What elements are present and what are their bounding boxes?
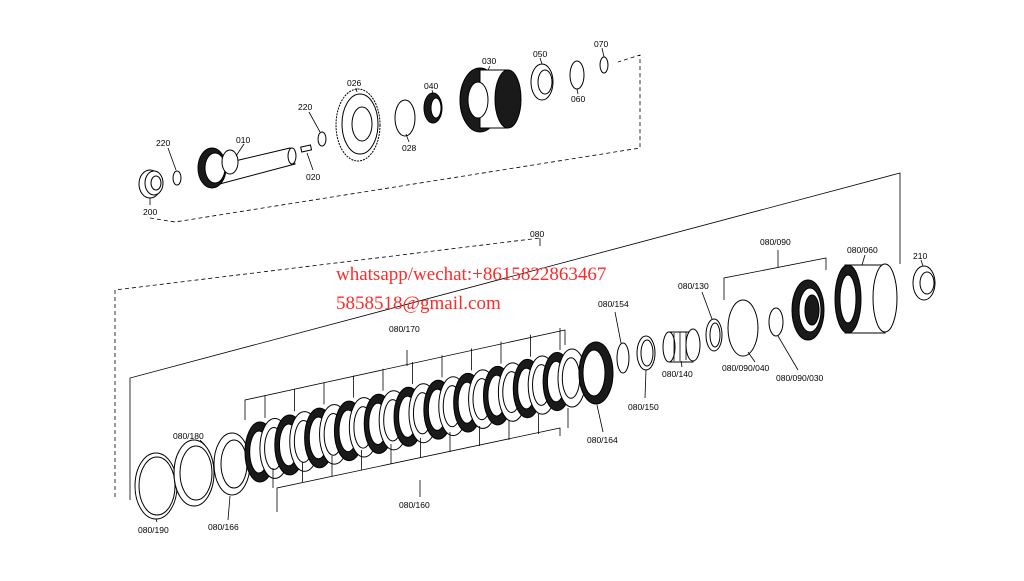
label-080-060: 080/060: [847, 245, 878, 255]
label-040: 040: [424, 81, 438, 91]
ring-220-left: [172, 170, 182, 186]
label-020: 020: [306, 172, 320, 182]
label-080-140: 080/140: [662, 369, 693, 379]
seal-080-090-040: [727, 299, 759, 357]
part-labels: 010 020 026 028 030 040 050 060 070 200 …: [138, 39, 927, 535]
upper-leader-lines: [149, 47, 605, 205]
watermark: whatsapp/wechat:+8615822863467 5858518@g…: [336, 264, 606, 314]
snap-ring-028: [394, 99, 416, 137]
carrier-080-060: [834, 263, 898, 334]
needle-bearing-040: [423, 92, 443, 124]
label-080-090-030: 080/090/030: [776, 373, 824, 383]
label-080-164: 080/164: [587, 435, 618, 445]
end-plate-080-180: [173, 439, 215, 507]
label-080-190: 080/190: [138, 525, 169, 535]
label-070: 070: [594, 39, 608, 49]
ring-080-150: [636, 335, 656, 371]
seal-080-090-030: [768, 307, 784, 337]
label-028: 028: [402, 143, 416, 153]
upper-assembly-frame: [149, 54, 641, 223]
label-080-180: 080/180: [173, 431, 204, 441]
lower-assembly-frame: [114, 172, 901, 500]
disc-pack-brackets: [244, 329, 566, 512]
lower-leader-lines: [155, 254, 924, 523]
gear-drum-030: [459, 67, 522, 133]
plate-080-166: [213, 432, 251, 496]
bearing-200: [138, 169, 164, 199]
bearing-050: [530, 63, 554, 101]
ring-220-right: [317, 131, 327, 147]
label-210: 210: [913, 251, 927, 261]
label-080: 080: [530, 229, 544, 239]
bearing-210: [912, 265, 936, 301]
label-080-150: 080/150: [628, 402, 659, 412]
piston-080-090: [791, 279, 825, 341]
bracket-080-090: [723, 250, 827, 300]
gear-026: [335, 88, 381, 162]
ring-070: [599, 56, 609, 74]
label-220-right: 220: [298, 102, 312, 112]
label-080-170: 080/170: [389, 324, 420, 334]
ring-080-130: [705, 318, 723, 352]
label-080-130: 080/130: [678, 281, 709, 291]
ring-060: [569, 60, 585, 90]
label-080-154: 080/154: [598, 299, 629, 309]
disc-080-164: [578, 341, 614, 405]
label-026: 026: [347, 78, 361, 88]
label-200: 200: [143, 207, 157, 217]
spring-pack-080-140: [662, 328, 701, 363]
label-010: 010: [236, 135, 250, 145]
clutch-disc-pack: [244, 328, 587, 488]
pin-020: [300, 144, 313, 153]
label-080-160: 080/160: [399, 500, 430, 510]
label-220-left: 220: [156, 138, 170, 148]
label-080-166: 080/166: [208, 522, 239, 532]
shaft-010: [197, 147, 297, 189]
label-050: 050: [533, 49, 547, 59]
label-060: 060: [571, 94, 585, 104]
label-080-090: 080/090: [760, 237, 791, 247]
ring-080-154: [616, 342, 630, 374]
label-080-090-040: 080/090/040: [722, 363, 770, 373]
watermark-email: 5858518@gmail.com: [336, 293, 501, 314]
label-030: 030: [482, 56, 496, 66]
disc-bore: [561, 357, 581, 399]
watermark-contact: whatsapp/wechat:+8615822863467: [336, 264, 606, 285]
snap-ring-080-190: [134, 452, 178, 520]
